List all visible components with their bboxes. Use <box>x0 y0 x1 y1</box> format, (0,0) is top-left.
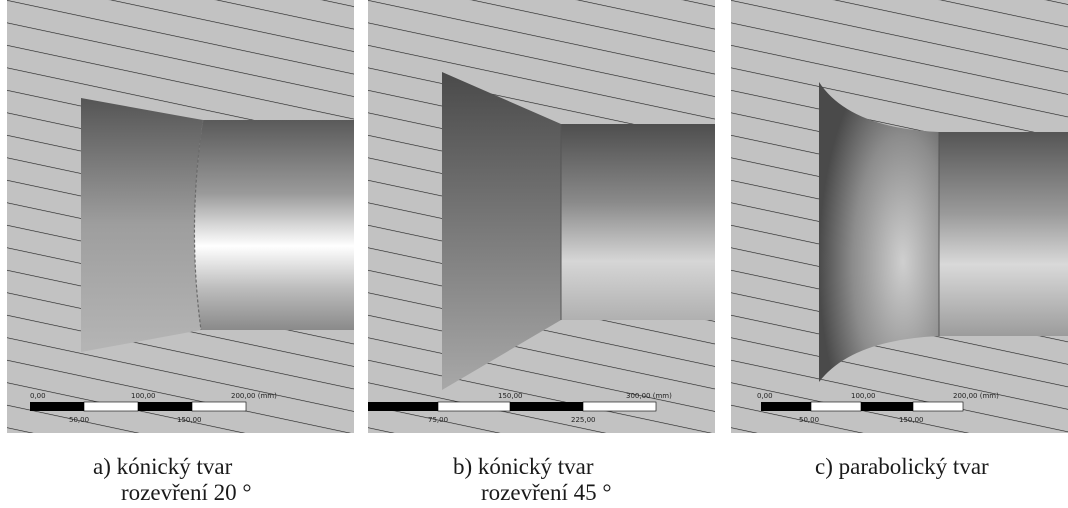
scale-label: 200,00 (mm) <box>231 392 277 400</box>
scale-bar: 0,00 100,00 200,00 (mm) 50,00 150,00 <box>30 392 277 424</box>
scale-label: 100,00 <box>851 392 876 400</box>
cylinder-section <box>194 120 354 330</box>
panel-b: 150,00 300,00 (mm) 75,00 225,00 <box>368 0 715 433</box>
scale-label: 300,00 (mm) <box>626 392 672 400</box>
scale-label: 75,00 <box>428 416 448 424</box>
panel-c-render: 0,00 100,00 200,00 (mm) 50,00 150,00 <box>731 0 1068 433</box>
caption-a-line2: rozevření 20 ° <box>121 480 252 505</box>
cylinder-section <box>939 132 1068 336</box>
caption-c-line1: c) parabolický tvar <box>815 454 989 479</box>
scale-label: 50,00 <box>69 416 89 424</box>
panel-a-render: 0,00 100,00 200,00 (mm) 50,00 150,00 <box>7 0 354 433</box>
caption-b-line1: b) kónický tvar <box>453 454 594 479</box>
scale-label: 50,00 <box>799 416 819 424</box>
panel-a: 0,00 100,00 200,00 (mm) 50,00 150,00 <box>7 0 354 433</box>
panel-c: 0,00 100,00 200,00 (mm) 50,00 150,00 <box>731 0 1068 433</box>
junction-line <box>193 119 204 331</box>
conical-inlet-20deg <box>81 98 203 352</box>
conical-inlet-45deg <box>442 72 561 390</box>
cylinder-section <box>561 124 715 320</box>
panel-b-render: 150,00 300,00 (mm) 75,00 225,00 <box>368 0 715 433</box>
scale-label: 150,00 <box>899 416 924 424</box>
scale-label: 150,00 <box>498 392 523 400</box>
scale-label: 225,00 <box>571 416 596 424</box>
parabolic-inlet <box>819 82 939 382</box>
scale-label: 100,00 <box>131 392 156 400</box>
caption-b-line2: rozevření 45 ° <box>481 480 612 505</box>
scale-label: 150,00 <box>177 416 202 424</box>
scale-bar: 0,00 100,00 200,00 (mm) 50,00 150,00 <box>757 392 999 424</box>
scale-label: 200,00 (mm) <box>953 392 999 400</box>
scale-label: 0,00 <box>30 392 46 400</box>
scale-bar: 150,00 300,00 (mm) 75,00 225,00 <box>368 392 672 424</box>
caption-a-line1: a) kónický tvar <box>93 454 233 479</box>
scale-label: 0,00 <box>757 392 773 400</box>
